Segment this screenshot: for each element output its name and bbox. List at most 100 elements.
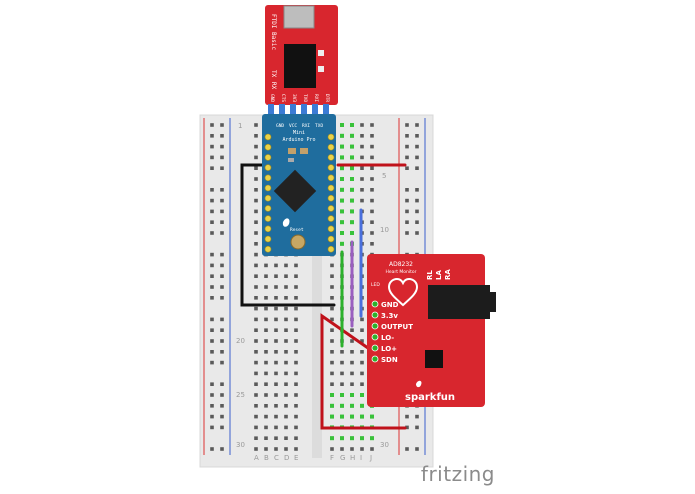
breadboard-hole bbox=[294, 371, 298, 376]
arduino-pin bbox=[327, 245, 335, 253]
arduino-pin bbox=[264, 205, 272, 212]
breadboard-hole bbox=[264, 317, 268, 322]
breadboard-hole bbox=[220, 285, 224, 289]
breadboard-hole bbox=[284, 274, 288, 278]
breadboard-hole bbox=[360, 166, 364, 170]
connected-hole bbox=[370, 414, 374, 419]
audio-jack bbox=[428, 285, 490, 319]
breadboard-hole bbox=[210, 328, 214, 332]
breadboard-hole bbox=[330, 371, 334, 376]
breadboard-hole bbox=[274, 425, 278, 430]
breadboard-hole bbox=[294, 306, 298, 311]
breadboard-hole bbox=[360, 382, 364, 386]
ftdi-basic-board: FTDI Basic TX RX GND CTS 3V3 TXO RXI DTR bbox=[265, 5, 338, 118]
breadboard-hole bbox=[274, 306, 278, 311]
breadboard-hole bbox=[220, 393, 224, 397]
breadboard-hole bbox=[210, 220, 214, 224]
breadboard-hole bbox=[405, 425, 409, 430]
breadboard-hole bbox=[340, 350, 344, 354]
breadboard-hole bbox=[274, 263, 278, 268]
breadboard-hole bbox=[254, 296, 258, 300]
breadboard-hole bbox=[264, 425, 268, 430]
ad8232-chip bbox=[425, 350, 443, 368]
breadboard-hole bbox=[330, 306, 334, 311]
breadboard-hole bbox=[360, 177, 364, 181]
breadboard-hole bbox=[274, 350, 278, 354]
pin-gnd: GND bbox=[381, 301, 399, 309]
breadboard-hole bbox=[294, 436, 298, 440]
ftdi-pin-dtr: DTR bbox=[324, 94, 330, 102]
breadboard-hole bbox=[284, 296, 288, 300]
ad8232-title: AD8232 bbox=[389, 261, 413, 268]
breadboard-hole bbox=[405, 231, 409, 235]
breadboard-hole bbox=[254, 317, 258, 322]
breadboard-hole bbox=[254, 414, 258, 419]
connected-hole bbox=[330, 393, 334, 397]
breadboard-hole bbox=[254, 166, 258, 170]
breadboard-hole bbox=[370, 231, 374, 235]
ard-pin-gnd: GND bbox=[276, 123, 284, 129]
connected-hole bbox=[330, 414, 334, 419]
breadboard-channel bbox=[312, 118, 322, 458]
connected-hole bbox=[340, 241, 344, 246]
breadboard-hole bbox=[284, 263, 288, 268]
arduino-pin bbox=[327, 154, 335, 161]
breadboard-hole bbox=[330, 339, 334, 343]
breadboard-hole bbox=[254, 134, 258, 138]
breadboard-hole bbox=[220, 263, 224, 268]
breadboard-hole bbox=[254, 198, 258, 203]
ard-pin-rxi: RXI bbox=[302, 123, 310, 129]
breadboard-hole bbox=[264, 447, 268, 451]
breadboard-hole bbox=[284, 285, 288, 289]
breadboard-hole bbox=[415, 447, 419, 451]
breadboard-hole bbox=[254, 242, 258, 246]
breadboard-hole bbox=[294, 425, 298, 430]
breadboard-hole bbox=[340, 371, 344, 376]
breadboard-hole bbox=[350, 328, 354, 332]
breadboard-hole bbox=[405, 447, 409, 451]
breadboard-hole bbox=[264, 285, 268, 289]
breadboard-hole bbox=[370, 209, 374, 214]
breadboard-hole bbox=[294, 274, 298, 278]
breadboard-hole bbox=[284, 371, 288, 376]
breadboard-hole bbox=[220, 350, 224, 354]
breadboard-hole bbox=[294, 447, 298, 451]
breadboard-hole bbox=[210, 231, 214, 235]
breadboard-hole bbox=[330, 285, 334, 289]
breadboard-hole bbox=[264, 382, 268, 386]
ftdi-pin-rxi: RXI bbox=[313, 94, 319, 102]
breadboard-hole bbox=[415, 198, 419, 203]
breadboard-hole bbox=[264, 328, 268, 332]
breadboard-hole bbox=[220, 425, 224, 430]
breadboard-hole bbox=[370, 166, 374, 170]
lead-la: LA bbox=[435, 270, 443, 280]
col-letter-e: E bbox=[294, 454, 298, 462]
breadboard-hole bbox=[264, 350, 268, 354]
breadboard-hole bbox=[340, 447, 344, 451]
arduino-pin bbox=[264, 164, 272, 171]
breadboard-hole bbox=[330, 360, 334, 365]
breadboard-hole bbox=[284, 328, 288, 332]
arduino-pin bbox=[264, 154, 272, 161]
connected-hole bbox=[360, 436, 364, 441]
sparkfun-flame-icon bbox=[282, 218, 290, 227]
connected-hole bbox=[340, 155, 344, 160]
breadboard-hole bbox=[274, 296, 278, 300]
breadboard-hole bbox=[330, 296, 334, 300]
breadboard-hole bbox=[264, 306, 268, 311]
column-letters-left: A B C D E bbox=[254, 454, 298, 462]
breadboard-hole bbox=[254, 382, 258, 386]
sparkfun-brand: sparkfun bbox=[405, 392, 455, 403]
breadboard-hole bbox=[210, 447, 214, 451]
breadboard-hole bbox=[360, 447, 364, 451]
row-num-30: 30 bbox=[236, 441, 245, 449]
col-letter-g: G bbox=[340, 454, 345, 462]
breadboard-hole bbox=[220, 382, 224, 386]
connected-hole bbox=[340, 198, 344, 203]
breadboard-hole bbox=[220, 209, 224, 214]
breadboard-hole bbox=[254, 436, 258, 440]
led-label: LED bbox=[371, 282, 380, 288]
breadboard-hole bbox=[210, 350, 214, 354]
col-letter-d: D bbox=[284, 454, 289, 462]
breadboard-hole bbox=[294, 414, 298, 419]
